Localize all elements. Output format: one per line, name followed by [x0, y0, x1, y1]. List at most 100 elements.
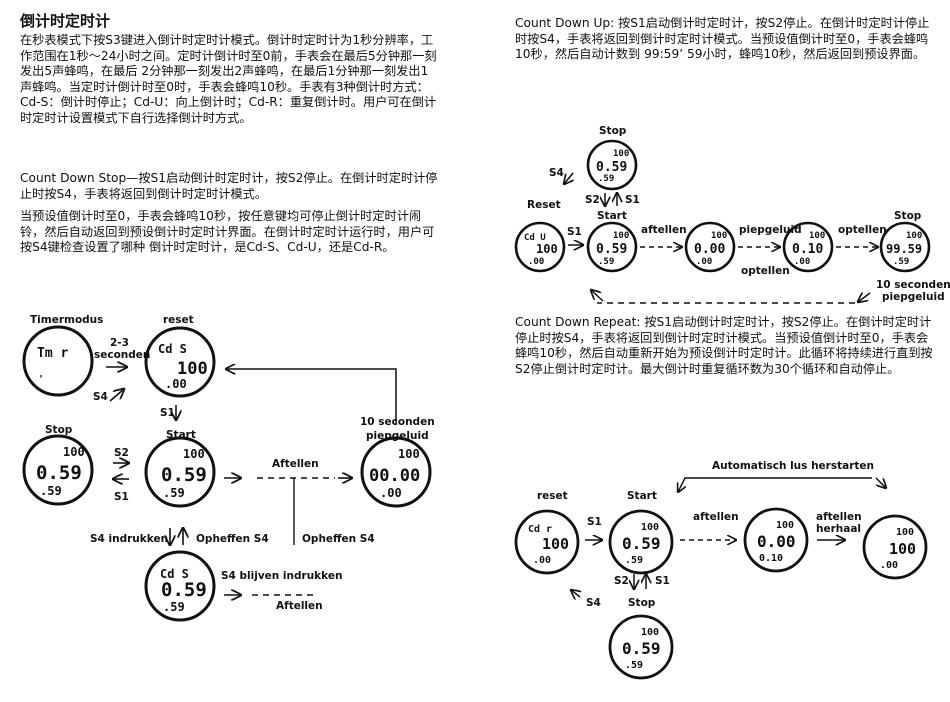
label-stop: Stop	[628, 597, 656, 609]
svg-text:100: 100	[536, 242, 558, 256]
label-s4: S4	[586, 597, 601, 609]
watch-timermodus: Tm r '	[22, 325, 94, 397]
label-s1: S1	[160, 407, 175, 419]
svg-text:0.59: 0.59	[622, 534, 661, 553]
svg-text:Cd S: Cd S	[160, 567, 189, 581]
svg-text:00.00: 00.00	[369, 466, 420, 486]
svg-text:0.10: 0.10	[792, 242, 823, 257]
watch-zero-3: 100 0.00 0.10	[743, 507, 809, 573]
label-optellen-2: optellen	[838, 224, 887, 236]
svg-text:99.59: 99.59	[886, 242, 922, 256]
svg-text:100: 100	[641, 627, 659, 638]
label-aftellen: aftellen	[641, 224, 687, 236]
svg-text:.59: .59	[625, 660, 643, 671]
svg-text:0.59: 0.59	[622, 639, 661, 658]
svg-text:0.00: 0.00	[694, 242, 725, 257]
watch-max: 100 99.59 .59	[879, 221, 931, 273]
svg-text:100: 100	[906, 231, 922, 241]
label-opheffen-s4-b: Opheffen S4	[302, 533, 375, 545]
count-down-repeat-paragraph: Count Down Repeat: 按S1启动倒计时定时计，按S2停止。在倒计…	[515, 315, 933, 376]
label-stop: Stop	[45, 424, 73, 436]
diagram-count-down-repeat: Automatisch lus herstarten reset Start C…	[514, 460, 928, 680]
svg-text:.59: .59	[893, 257, 909, 267]
svg-text:100: 100	[613, 231, 629, 241]
label-s2: S2	[585, 194, 600, 206]
label-s1-b: S1	[114, 491, 129, 503]
watch-repeat: 100 100 .00	[862, 514, 928, 580]
watch-start: 100 0.59 .59	[144, 436, 216, 508]
label-start: Start	[627, 490, 657, 502]
label-reset: reset	[537, 490, 568, 502]
svg-text:100: 100	[809, 231, 825, 241]
svg-text:0.10: 0.10	[759, 553, 783, 564]
label-optellen: optellen	[741, 265, 790, 277]
label-s4: S4	[93, 391, 108, 403]
display-tmr: Tm r	[37, 346, 68, 361]
label-seconden: seconden	[94, 349, 150, 361]
label-2-3: 2-3	[110, 337, 129, 349]
display-cds: Cd S	[158, 342, 187, 356]
svg-text:.00: .00	[528, 257, 544, 267]
watch-reset: Cd S 100 .00	[144, 326, 216, 398]
watch-stop-3: 100 0.59 .59	[608, 614, 674, 680]
watch-alarm: 100 00.00 .00	[360, 436, 432, 508]
svg-text:0.59: 0.59	[36, 462, 82, 484]
label-piepgeluid-2: piepgeluid	[882, 291, 945, 303]
svg-text:.59: .59	[598, 174, 614, 184]
svg-text:Cd r: Cd r	[528, 524, 552, 535]
label-start: Start	[166, 429, 196, 441]
svg-text:100: 100	[542, 535, 569, 553]
watch-stop: 100 0.59 .59	[22, 434, 94, 506]
label-aftellen: aftellen	[693, 511, 739, 523]
label-s2: S2	[114, 447, 129, 459]
count-down-up-paragraph: Count Down Up: 按S1启动倒计时定时计，按S2停止。在倒计时定时计…	[515, 16, 930, 62]
label-start: Start	[597, 210, 627, 222]
label-s4-indrukken: S4 indrukken	[90, 533, 168, 545]
watch-start-3: 100 0.59 .59	[608, 509, 674, 575]
svg-text:.59: .59	[598, 257, 614, 267]
svg-text:100: 100	[63, 445, 85, 459]
watch-reset-3: Cd r 100 .00	[514, 509, 580, 575]
svg-text:.00: .00	[380, 486, 402, 500]
svg-text:0.59: 0.59	[161, 464, 207, 486]
section-title: 倒计时定时计	[20, 12, 111, 30]
svg-text:.00: .00	[880, 560, 898, 571]
diagram-count-down-up: Stop 100 0.59 .59 S4 S2 S1 Reset Start C…	[514, 125, 950, 303]
svg-text:100: 100	[641, 522, 659, 533]
watch-start-2: 100 0.59 .59	[586, 221, 638, 273]
svg-text:.59: .59	[625, 555, 643, 566]
svg-text:0.59: 0.59	[596, 160, 627, 175]
label-timermodus: Timermodus	[30, 314, 103, 326]
watch-counting-up: 100 0.10 .00	[782, 221, 834, 273]
label-s4: S4	[549, 167, 564, 179]
svg-text:100: 100	[896, 527, 914, 538]
svg-text:100: 100	[183, 447, 205, 461]
label-aftellen: Aftellen	[272, 458, 319, 470]
svg-text:.00: .00	[696, 257, 712, 267]
diagram-count-down-stop: Tm r ' Cd S 100 .00 100 0.59 .59 100 0.5…	[22, 314, 435, 622]
label-10-seconden: 10 seconden	[360, 416, 435, 428]
svg-text:.00: .00	[165, 377, 187, 391]
label-piepgeluid: piepgeluid	[739, 224, 802, 236]
count-down-stop-paragraph: Count Down Stop—按S1启动倒计时定时计，按S2停止。在倒计时定时…	[20, 171, 438, 201]
label-10-seconden: 10 seconden	[876, 279, 950, 291]
label-aftellen-herhaal-b: herhaal	[816, 523, 861, 535]
svg-text:Cd U: Cd U	[524, 233, 546, 243]
svg-text:.00: .00	[794, 257, 810, 267]
label-s2: S2	[614, 575, 629, 587]
svg-text:100: 100	[398, 447, 420, 461]
svg-text:0.00: 0.00	[757, 532, 796, 551]
label-aftellen-herhaal-a: aftellen	[816, 511, 862, 523]
svg-text:0.59: 0.59	[161, 579, 207, 601]
label-s1-b: S1	[655, 575, 670, 587]
svg-text:0.59: 0.59	[596, 242, 627, 257]
label-opheffen-s4: Opheffen S4	[196, 533, 269, 545]
label-reset: Reset	[527, 199, 561, 211]
svg-text:100: 100	[613, 149, 629, 159]
svg-text:.59: .59	[40, 484, 62, 498]
svg-text:.59: .59	[163, 486, 185, 500]
svg-text:100: 100	[889, 540, 916, 558]
count-down-stop-paragraph-2: 当预设值倒计时至0，手表会蜂鸣10秒，按任意键均可停止倒计时定时计闹铃，然后自动…	[20, 209, 435, 255]
label-s1-b: S1	[567, 226, 582, 238]
svg-text:100: 100	[711, 231, 727, 241]
